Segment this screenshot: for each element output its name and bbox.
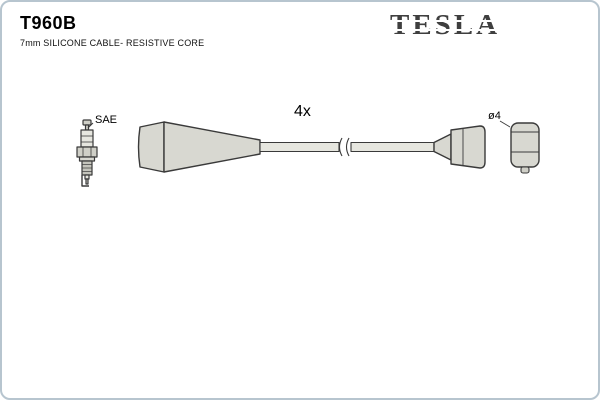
tesla-logo-text: TESLA	[390, 9, 501, 41]
tesla-logo: TESLA	[388, 9, 501, 42]
sae-label-group: SAE	[87, 114, 117, 129]
diameter-label: ø4	[488, 110, 501, 122]
logo-stencil-slit	[388, 20, 500, 22]
diameter-label-group: ø4	[488, 110, 511, 128]
quantity-label: 4x	[294, 103, 311, 120]
connector-cap-icon	[510, 122, 540, 174]
sae-label: SAE	[95, 114, 117, 126]
ignition-cable-icon	[137, 121, 486, 173]
spark-plug-icon	[76, 119, 98, 187]
cable-spec-subtitle: 7mm SILICONE CABLE- RESISTIVE CORE	[20, 38, 205, 48]
part-number: T960B	[20, 13, 77, 33]
logo-stencil-slit	[388, 29, 500, 31]
